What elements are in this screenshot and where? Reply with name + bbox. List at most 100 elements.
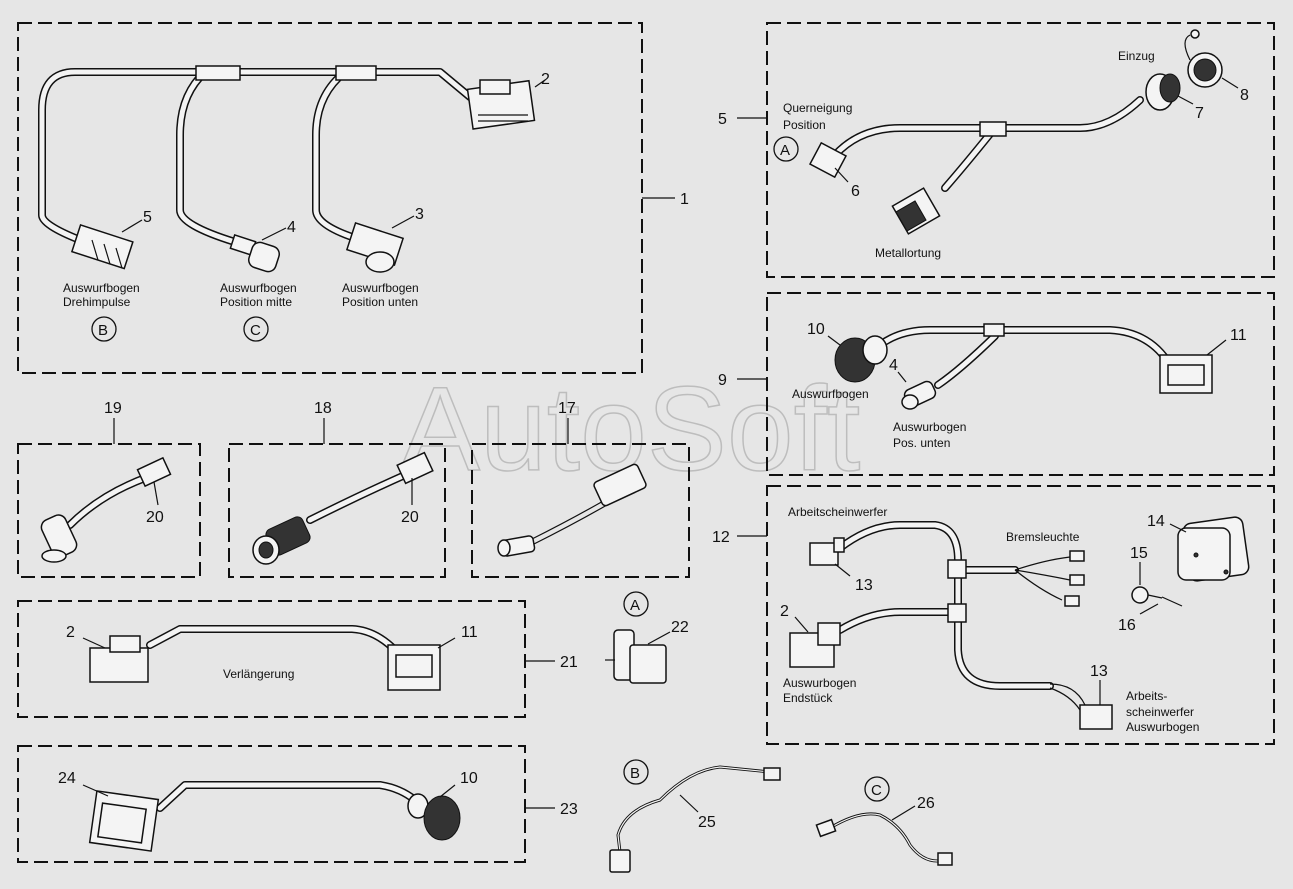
label-einzug: Einzug xyxy=(1118,49,1155,63)
lamp-14-icon xyxy=(1177,516,1250,582)
callout-17: 17 xyxy=(558,400,576,417)
callout-14: 14 xyxy=(1147,513,1165,530)
label-position-mitte-2: Position mitte xyxy=(220,295,292,309)
group-box-9 xyxy=(766,292,1275,476)
connector-8-icon xyxy=(1184,29,1223,88)
group-box-17 xyxy=(471,443,690,578)
connector-13a-icon xyxy=(809,537,845,566)
harness-21 xyxy=(89,625,441,691)
label-position-unten-1: Auswurfbogen xyxy=(342,281,419,295)
sensor-22-icon xyxy=(605,629,667,684)
harness-5 xyxy=(808,29,1223,235)
callout-21: 21 xyxy=(560,654,578,671)
callout-13: 13 xyxy=(855,577,873,594)
callout-20b: 20 xyxy=(401,509,419,526)
connector-13b-icon xyxy=(1079,704,1113,730)
callout-4b: 4 xyxy=(889,357,898,374)
label-auswurfbogen: Auswurfbogen xyxy=(792,387,869,401)
label-pos-unten-1: Auswurbogen xyxy=(893,420,966,434)
label-arbeitsscheinwerfer-ausw-2: scheinwerfer xyxy=(1126,705,1194,719)
group-box-19 xyxy=(17,443,201,578)
callout-8: 8 xyxy=(1240,87,1249,104)
group-box-12 xyxy=(766,485,1275,745)
connector-2b-icon xyxy=(789,622,841,668)
circle-letter-c2: C xyxy=(871,782,882,799)
connector-2c-icon xyxy=(89,635,149,683)
label-endstueck-2: Endstück xyxy=(783,691,833,705)
callout-4: 4 xyxy=(287,219,296,236)
callout-18: 18 xyxy=(314,400,332,417)
circle-letter-a2: A xyxy=(630,597,640,614)
callout-2: 2 xyxy=(541,71,550,88)
callout-25: 25 xyxy=(698,814,716,831)
harness-1 xyxy=(38,65,536,273)
label-arbeitsscheinwerfer-ausw-1: Arbeits- xyxy=(1126,689,1167,703)
connector-11-icon xyxy=(1159,354,1213,394)
circle-letter-b: B xyxy=(98,322,108,339)
connector-4-icon xyxy=(229,233,281,273)
harness-18 xyxy=(252,451,434,565)
callout-11b: 11 xyxy=(461,624,478,641)
label-auswurfbogen-drehimpulse-2: Drehimpulse xyxy=(63,295,131,309)
connector-6-icon xyxy=(808,141,848,179)
metallortung-connector-icon xyxy=(891,187,941,235)
harness-17 xyxy=(497,463,647,557)
connector-24-icon xyxy=(88,790,160,852)
connector-7-icon xyxy=(1145,73,1181,111)
label-arbeitsscheinwerfer-ausw-3: Auswurbogen xyxy=(1126,720,1199,734)
harness-23 xyxy=(88,781,461,852)
bulb-15-icon xyxy=(1131,586,1163,604)
callout-2b: 2 xyxy=(780,603,789,620)
callout-9: 9 xyxy=(718,372,727,389)
group-box-23 xyxy=(17,745,526,863)
label-endstueck-1: Auswurbogen xyxy=(783,676,856,690)
label-verlaengerung: Verlängerung xyxy=(223,667,294,681)
connector-2-icon xyxy=(466,79,536,130)
connector-10b-icon xyxy=(407,793,461,841)
callout-23: 23 xyxy=(560,801,578,818)
callout-3: 3 xyxy=(415,206,424,223)
cable-25-icon xyxy=(609,765,781,873)
connector-4b-icon xyxy=(901,380,937,410)
label-position-unten-2: Position unten xyxy=(342,295,418,309)
group-box-1 xyxy=(17,22,643,374)
label-pos-unten-2: Pos. unten xyxy=(893,436,950,450)
callout-10b: 10 xyxy=(460,770,478,787)
group-box-18 xyxy=(228,443,446,578)
callout-16: 16 xyxy=(1118,617,1136,634)
callout-5b: 5 xyxy=(718,111,727,128)
group-box-5 xyxy=(766,22,1275,278)
callout-11: 11 xyxy=(1230,327,1247,344)
callout-2c: 2 xyxy=(66,624,75,641)
label-querneigung-2: Position xyxy=(783,118,826,132)
harness-19 xyxy=(40,456,172,563)
callout-13b: 13 xyxy=(1090,663,1108,680)
callout-15: 15 xyxy=(1130,545,1148,562)
callout-5: 5 xyxy=(143,209,152,226)
connector-11b-icon xyxy=(387,644,441,691)
label-metallortung: Metallortung xyxy=(875,246,941,260)
callout-19: 19 xyxy=(104,400,122,417)
circle-letter-b2: B xyxy=(630,765,640,782)
group-box-21 xyxy=(17,600,526,718)
label-querneigung-1: Querneigung xyxy=(783,101,852,115)
callout-1: 1 xyxy=(680,191,689,208)
connector-3-icon xyxy=(345,222,405,273)
label-arbeitsscheinwerfer: Arbeitscheinwerfer xyxy=(788,505,887,519)
circle-letter-c: C xyxy=(250,322,261,339)
harness-9 xyxy=(834,323,1213,410)
callout-26: 26 xyxy=(917,795,935,812)
callout-20a: 20 xyxy=(146,509,164,526)
cable-26-icon xyxy=(815,812,953,866)
callout-12: 12 xyxy=(712,529,730,546)
connector-10-icon xyxy=(834,335,888,383)
callout-24: 24 xyxy=(58,770,76,787)
callout-10: 10 xyxy=(807,321,825,338)
callout-22: 22 xyxy=(671,619,689,636)
label-auswurfbogen-drehimpulse-1: Auswurfbogen xyxy=(63,281,140,295)
label-bremsleuchte: Bremsleuchte xyxy=(1006,530,1080,544)
harness-12 xyxy=(789,516,1250,730)
label-position-mitte-1: Auswurfbogen xyxy=(220,281,297,295)
callout-7: 7 xyxy=(1195,105,1204,122)
